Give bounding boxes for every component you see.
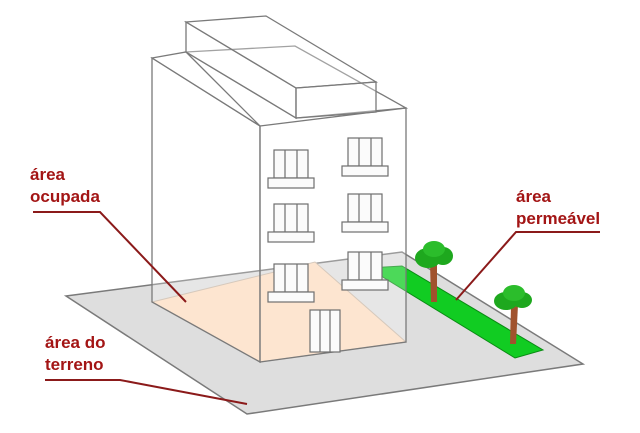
window-icon bbox=[341, 193, 389, 233]
window-icon bbox=[341, 137, 389, 177]
label-land-line1: área do bbox=[45, 333, 106, 352]
label-occupied-line2: ocupada bbox=[30, 187, 100, 206]
label-land-line2: terreno bbox=[45, 355, 104, 374]
label-land-area: área do terreno bbox=[45, 332, 105, 376]
window-icon bbox=[267, 149, 315, 189]
leader-occupied bbox=[33, 211, 187, 303]
rooftop-box-front bbox=[295, 81, 377, 119]
leader-land bbox=[45, 379, 248, 405]
tree-icon bbox=[494, 285, 532, 344]
label-permeable-line2: permeável bbox=[516, 209, 601, 228]
leader-lines bbox=[33, 211, 600, 405]
building-windows bbox=[267, 137, 389, 303]
label-occupied-line1: área bbox=[30, 165, 65, 184]
leader-permeable bbox=[455, 231, 600, 301]
label-permeable-line1: área bbox=[516, 187, 551, 206]
label-occupied-area: área ocupada bbox=[30, 164, 100, 208]
permeable-strip bbox=[366, 265, 545, 359]
building-roof bbox=[150, 51, 261, 127]
tree-icon bbox=[415, 241, 453, 302]
window-icon bbox=[267, 263, 315, 303]
building bbox=[150, 15, 409, 364]
window-icon bbox=[341, 251, 389, 291]
label-permeable-area: área permeável bbox=[516, 186, 600, 230]
door-icon bbox=[309, 309, 341, 353]
window-icon bbox=[267, 203, 315, 243]
